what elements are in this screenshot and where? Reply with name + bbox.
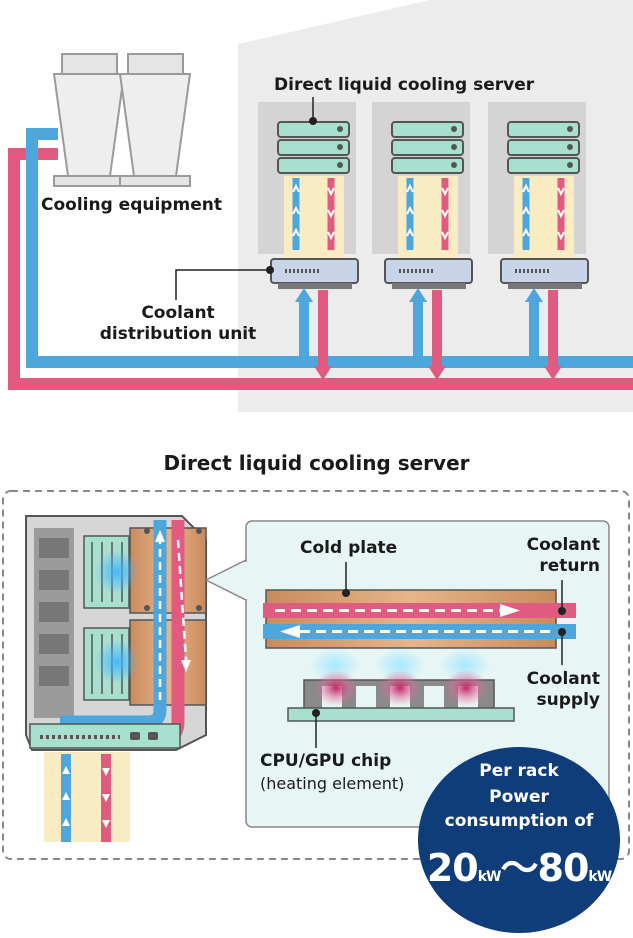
label-supply-line1: Coolant bbox=[526, 669, 600, 689]
leader-cdu bbox=[175, 269, 270, 300]
label-coolant-distribution-unit: Coolant distribution unit bbox=[98, 303, 258, 345]
zoom-callout-tail bbox=[204, 558, 247, 602]
label-coolant-return: Coolant return bbox=[516, 535, 600, 577]
badge-value: 20kW～80kW bbox=[418, 837, 620, 892]
badge-unit-min: kW bbox=[477, 869, 502, 885]
badge-separator: ～ bbox=[500, 846, 538, 890]
section-title-server: Direct liquid cooling server bbox=[163, 451, 470, 475]
label-cold-plate: Cold plate bbox=[300, 538, 398, 558]
badge-line1: Per rack bbox=[479, 761, 559, 781]
rack-unit-1 bbox=[270, 121, 359, 380]
server-chassis-illustration bbox=[25, 515, 207, 751]
badge-line2: Power bbox=[489, 787, 549, 807]
label-cdu-line1: Coolant bbox=[141, 303, 215, 323]
badge-unit-max: kW bbox=[588, 869, 612, 885]
rack-unit-2 bbox=[384, 121, 473, 380]
cooling-equipment-icon bbox=[52, 53, 192, 187]
badge-value-max: 80 bbox=[537, 846, 590, 890]
cold-plate-detail bbox=[263, 589, 576, 722]
top-title-server: Direct liquid cooling server bbox=[274, 75, 535, 95]
label-return-line1: Coolant bbox=[526, 535, 600, 555]
badge-line3: consumption of bbox=[444, 811, 594, 831]
badge-value-min: 20 bbox=[426, 846, 479, 890]
supply-pipe-main bbox=[26, 128, 633, 368]
detail-frame bbox=[2, 490, 630, 860]
label-chip-subtitle: (heating element) bbox=[260, 774, 405, 793]
label-return-line2: return bbox=[539, 556, 600, 576]
rack-unit-3 bbox=[500, 121, 589, 380]
power-consumption-badge: Per rack Power consumption of 20kW～80kW bbox=[418, 747, 620, 933]
server-risers bbox=[44, 752, 130, 842]
label-chip: CPU/GPU chip bbox=[260, 751, 392, 771]
label-cdu-line2: distribution unit bbox=[99, 324, 257, 344]
label-coolant-supply: Coolant supply bbox=[516, 669, 600, 711]
label-cooling-equipment: Cooling equipment bbox=[41, 195, 222, 215]
label-supply-line2: supply bbox=[536, 690, 600, 710]
